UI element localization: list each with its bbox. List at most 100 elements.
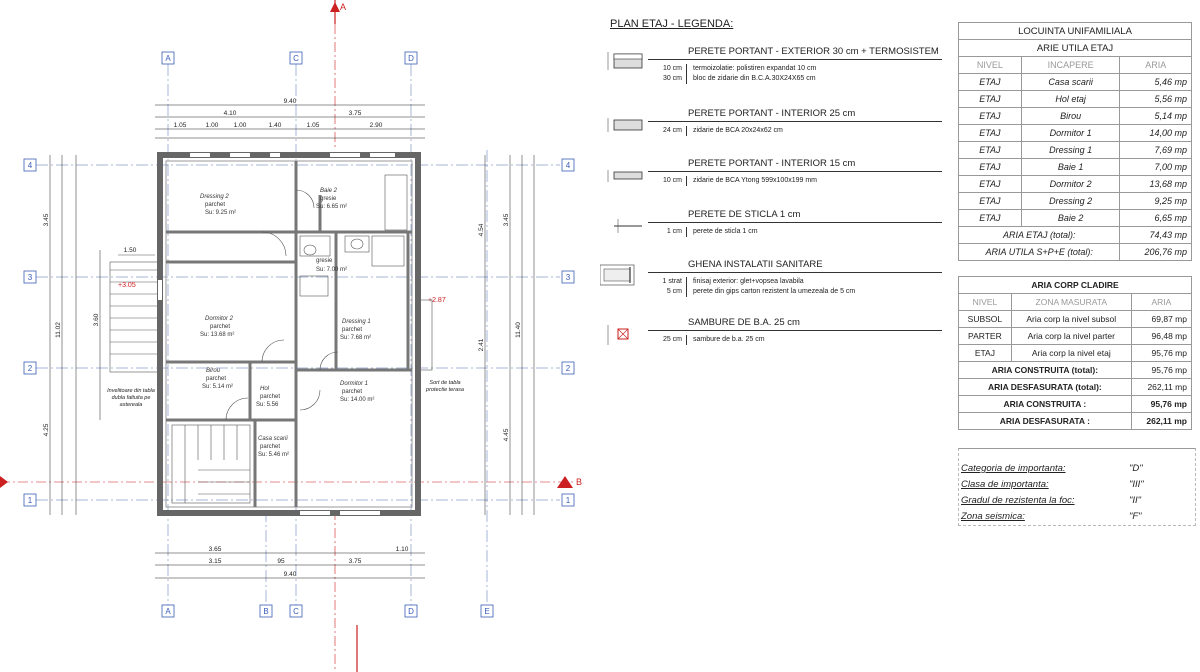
svg-text:B: B <box>576 477 582 487</box>
building-area-table: ARIA CORP CLADIRE NIVEL ZONA MASURATA AR… <box>958 276 1193 430</box>
note-left: Invelitoare din tabla dubla faltuita pe … <box>107 388 155 408</box>
svg-text:B: B <box>263 607 268 616</box>
svg-text:Su: 5.56: Su: 5.56 <box>256 402 279 408</box>
svg-text:Casa scarii: Casa scarii <box>258 436 288 442</box>
svg-text:9.40: 9.40 <box>284 571 297 578</box>
svg-text:1.40: 1.40 <box>269 122 282 129</box>
svg-text:3.60: 3.60 <box>93 313 100 326</box>
svg-text:2.90: 2.90 <box>370 122 383 129</box>
svg-text:4.45: 4.45 <box>503 428 510 441</box>
total-row: ARIA DESFASURATA :262,11 mp <box>958 412 1193 430</box>
svg-text:Dormitor 2: Dormitor 2 <box>205 316 234 322</box>
total-row: ARIA UTILA S+P+E (total):206,76 mp <box>957 243 1192 261</box>
svg-text:Su: 6.65 m²: Su: 6.65 m² <box>316 204 347 210</box>
level-mark-left: +3.05 <box>118 282 136 289</box>
svg-text:4: 4 <box>566 161 571 170</box>
svg-text:3.15: 3.15 <box>209 558 222 565</box>
svg-text:Su: 9.25 m²: Su: 9.25 m² <box>205 210 236 216</box>
axis-bubbles-top: A C D <box>161 51 418 65</box>
section-arrow-icon <box>330 2 340 12</box>
svg-text:1.05: 1.05 <box>174 122 187 129</box>
usable-area-table: LOCUINTA UNIFAMILIALA ARIE UTILA ETAJ NI… <box>957 22 1192 261</box>
bathroom-fixtures <box>299 174 408 297</box>
svg-text:parchet: parchet <box>342 327 362 333</box>
svg-text:Su: 7.00 m²: Su: 7.00 m² <box>316 267 347 273</box>
svg-text:4: 4 <box>28 161 33 170</box>
legend-item-exterior-wall: PERETE PORTANT - EXTERIOR 30 cm + TERMOS… <box>600 46 950 96</box>
total-row: ARIA CONSTRUITA (total):95,76 mp <box>958 361 1193 379</box>
svg-text:Baie 2: Baie 2 <box>320 188 338 194</box>
table1-subtitle: ARIE UTILA ETAJ <box>958 39 1192 57</box>
classification-notes: Categoria de importanta:"D" Clasa de imp… <box>958 448 1196 526</box>
svg-text:1.05: 1.05 <box>307 122 320 129</box>
dims-bottom <box>155 552 425 579</box>
floor-plan: A B A C D A B C D E 4 <box>0 0 590 672</box>
svg-text:1.10: 1.10 <box>396 546 409 553</box>
level-mark-right: +2.87 <box>428 297 446 304</box>
svg-text:Su: 7.68 m²: Su: 7.68 m² <box>340 335 371 341</box>
svg-text:parchet: parchet <box>260 444 280 450</box>
svg-text:Su: 5.14 m²: Su: 5.14 m² <box>202 384 233 390</box>
svg-text:1: 1 <box>566 496 571 505</box>
svg-text:4.54: 4.54 <box>478 223 485 236</box>
note-right: Sort de tabla protectie terasa <box>426 380 464 393</box>
shaft-symbol-icon <box>600 264 635 286</box>
room-labels: Dressing 2 parchet Su: 9.25 m² Baie 2 gr… <box>200 188 374 458</box>
axis-bubbles-bottom: A B C D E <box>161 604 494 618</box>
svg-text:3.75: 3.75 <box>349 110 362 117</box>
svg-text:3.65: 3.65 <box>209 546 222 553</box>
svg-text:E: E <box>484 607 489 616</box>
svg-text:Dressing 2: Dressing 2 <box>200 194 229 200</box>
svg-text:parchet: parchet <box>206 376 226 382</box>
svg-text:gresie: gresie <box>320 196 337 202</box>
exterior-wall-symbol-icon <box>607 52 643 70</box>
svg-text:parchet: parchet <box>260 394 280 400</box>
svg-text:9.40: 9.40 <box>284 98 297 105</box>
svg-text:4.10: 4.10 <box>224 110 237 117</box>
legend: PLAN ETAJ - LEGENDA: PERETE PORTANT - EX… <box>600 14 950 374</box>
svg-text:gresie: gresie <box>316 258 333 264</box>
svg-text:3: 3 <box>28 273 33 282</box>
interior-stair <box>171 424 251 504</box>
svg-text:95: 95 <box>277 558 285 565</box>
svg-text:Birou: Birou <box>206 368 221 374</box>
total-row: ARIA DESFASURATA (total):262,11 mp <box>958 378 1193 396</box>
svg-text:2: 2 <box>566 364 571 373</box>
svg-text:Dressing 1: Dressing 1 <box>342 319 371 325</box>
svg-text:1: 1 <box>28 496 33 505</box>
exterior-walls <box>157 152 421 516</box>
svg-text:A: A <box>165 607 171 616</box>
svg-text:parchet: parchet <box>210 324 230 330</box>
svg-text:Su: 14.00 m²: Su: 14.00 m² <box>340 397 374 403</box>
interior-wall-15-symbol-icon <box>607 170 643 182</box>
axis-grid <box>36 64 560 605</box>
total-row: ARIA ETAJ (total):74,43 mp <box>957 226 1192 244</box>
section-b-arrow-icon <box>557 476 573 488</box>
svg-text:3: 3 <box>566 273 571 282</box>
svg-text:Dormitor 1: Dormitor 1 <box>340 381 368 387</box>
table1-title: LOCUINTA UNIFAMILIALA <box>958 22 1192 40</box>
svg-text:Hol: Hol <box>260 386 270 392</box>
svg-text:parchet: parchet <box>342 389 362 395</box>
svg-text:C: C <box>293 607 299 616</box>
glass-wall-symbol-icon <box>614 219 642 233</box>
svg-text:D: D <box>408 607 414 616</box>
dims-left <box>49 155 101 515</box>
dims-top <box>155 104 425 139</box>
svg-text:Su: 5.46 m²: Su: 5.46 m² <box>258 452 289 458</box>
svg-text:D: D <box>408 54 414 63</box>
svg-text:11.02: 11.02 <box>55 322 62 338</box>
